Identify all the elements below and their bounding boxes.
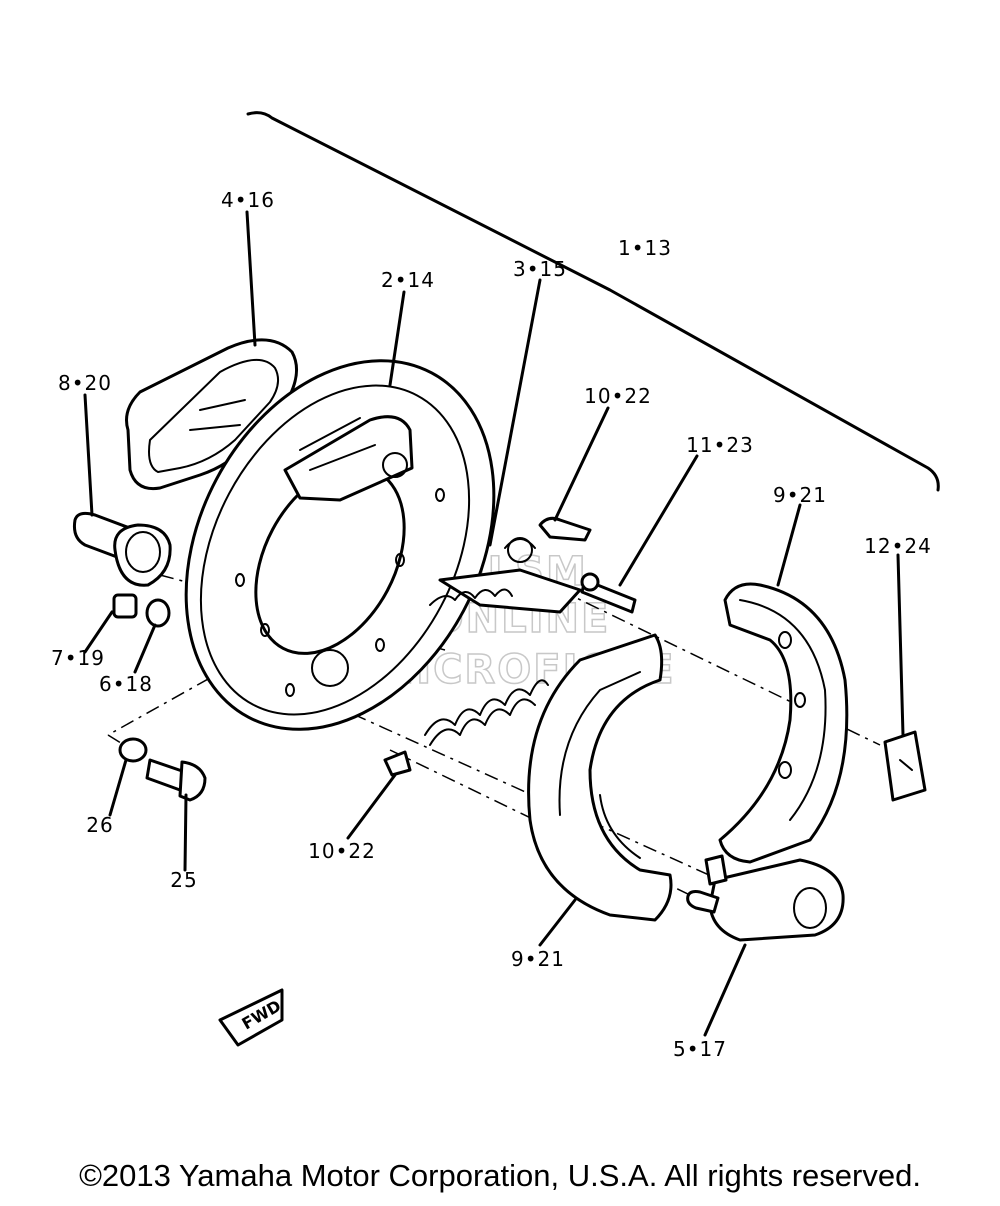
label-10-22-upper: 10•22 [584,384,652,408]
label-11-23: 11•23 [686,433,754,457]
label-12-24: 12•24 [864,534,932,558]
label-3-15: 3•15 [513,257,567,281]
camshaft-8-20 [73,511,172,587]
label-26: 26 [86,813,113,837]
label-9-21-upper: 9•21 [773,483,827,507]
washer-26 [118,737,148,763]
pin-10-22-upper [538,516,592,542]
label-9-21-lower: 9•21 [511,947,565,971]
label-1-13: 1•13 [618,236,672,260]
assembly-bracket [246,111,940,492]
label-10-22-lower: 10•22 [308,839,376,863]
washer-6-18 [145,598,171,628]
plate-12-24 [883,730,927,802]
pin-11-23 [580,572,637,614]
bolt-25 [145,758,207,802]
label-6-18: 6•18 [99,672,153,696]
label-8-20: 8•20 [58,371,112,395]
copyright-notice: ©2013 Yamaha Motor Corporation, U.S.A. A… [79,1158,921,1193]
upper-spring [429,588,513,606]
wheel-cylinder-5-17 [686,854,845,942]
label-7-19: 7•19 [51,646,105,670]
brake-shoe-9-21-lower [527,633,673,922]
part-labels: 4•16 2•14 1•13 3•15 10•22 11•23 9•21 12•… [51,188,932,1061]
fwd-badge: FWD [218,988,284,1047]
label-5-17: 5•17 [673,1037,727,1061]
brake-shoe-9-21-upper [718,582,849,864]
spring-10-22 [383,679,549,777]
nut-7-19 [112,593,138,619]
label-2-14: 2•14 [381,268,435,292]
label-25: 25 [170,868,197,892]
seal-part-4-16 [125,338,298,491]
label-4-16: 4•16 [221,188,275,212]
leader-lines [83,210,905,1037]
cam-lever-3-15 [438,537,582,614]
backing-plate-2-14 [184,359,496,731]
